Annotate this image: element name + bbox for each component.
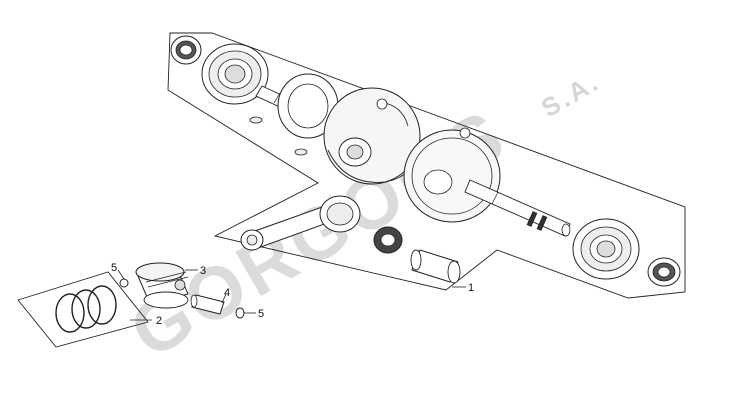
- woodruff-keys: [249, 116, 308, 156]
- left-needle-bearing: [170, 35, 202, 65]
- callout-3: 3: [200, 265, 206, 277]
- callout-4: 4: [224, 287, 230, 299]
- connecting-rod: [240, 195, 361, 251]
- right-needle-bearing: [647, 257, 681, 287]
- right-crank-shaft: [464, 179, 571, 237]
- watermark-suffix: S.A.: [536, 66, 605, 123]
- left-main-bearing: [201, 43, 269, 105]
- right-crank-web: [403, 127, 501, 223]
- piston-pin: [190, 294, 225, 315]
- big-end-needle-bearing: [373, 226, 403, 254]
- callout-1: 1: [468, 282, 474, 294]
- callout-5-circlip-left: 5: [111, 262, 117, 274]
- crank-pin: [410, 249, 461, 284]
- callout-leaders: [117, 269, 466, 321]
- crankshaft-group-outline: [167, 32, 686, 299]
- thrust-washer: [277, 73, 339, 139]
- callout-2: 2: [156, 315, 162, 327]
- right-main-bearing: [572, 218, 640, 280]
- callout-5-circlip-right: 5: [258, 308, 264, 320]
- piston-rings: [55, 285, 117, 333]
- piston-rings-outline: [17, 271, 149, 348]
- piston: [135, 262, 189, 309]
